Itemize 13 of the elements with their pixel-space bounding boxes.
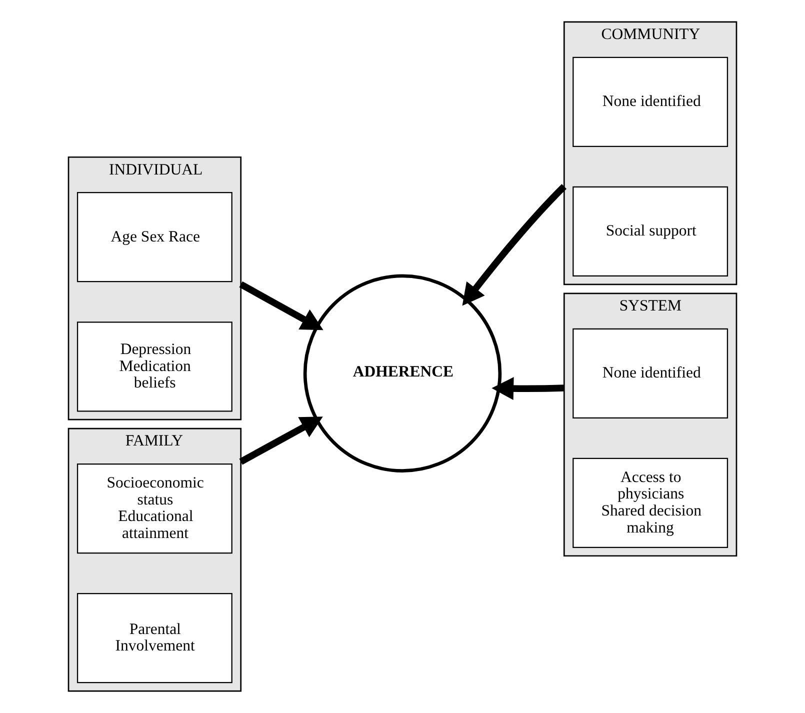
node-circle: ADHERENCE: [303, 274, 502, 473]
node-box: Socioeconomic status Educational attainment: [76, 464, 232, 554]
node-box: Depression Medication beliefs: [76, 322, 232, 412]
node-box: Parental Involvement: [76, 593, 232, 684]
arrow: [462, 184, 567, 306]
node-box: Social support: [572, 186, 728, 277]
node-box: None identified: [572, 56, 728, 147]
arrow: [492, 377, 564, 400]
node-box: None identified: [572, 328, 728, 418]
node-box: Access to physicians Shared decision making: [572, 458, 728, 548]
arrow: [239, 281, 324, 330]
arrow: [239, 416, 323, 465]
node-box: Age Sex Race: [76, 192, 232, 282]
